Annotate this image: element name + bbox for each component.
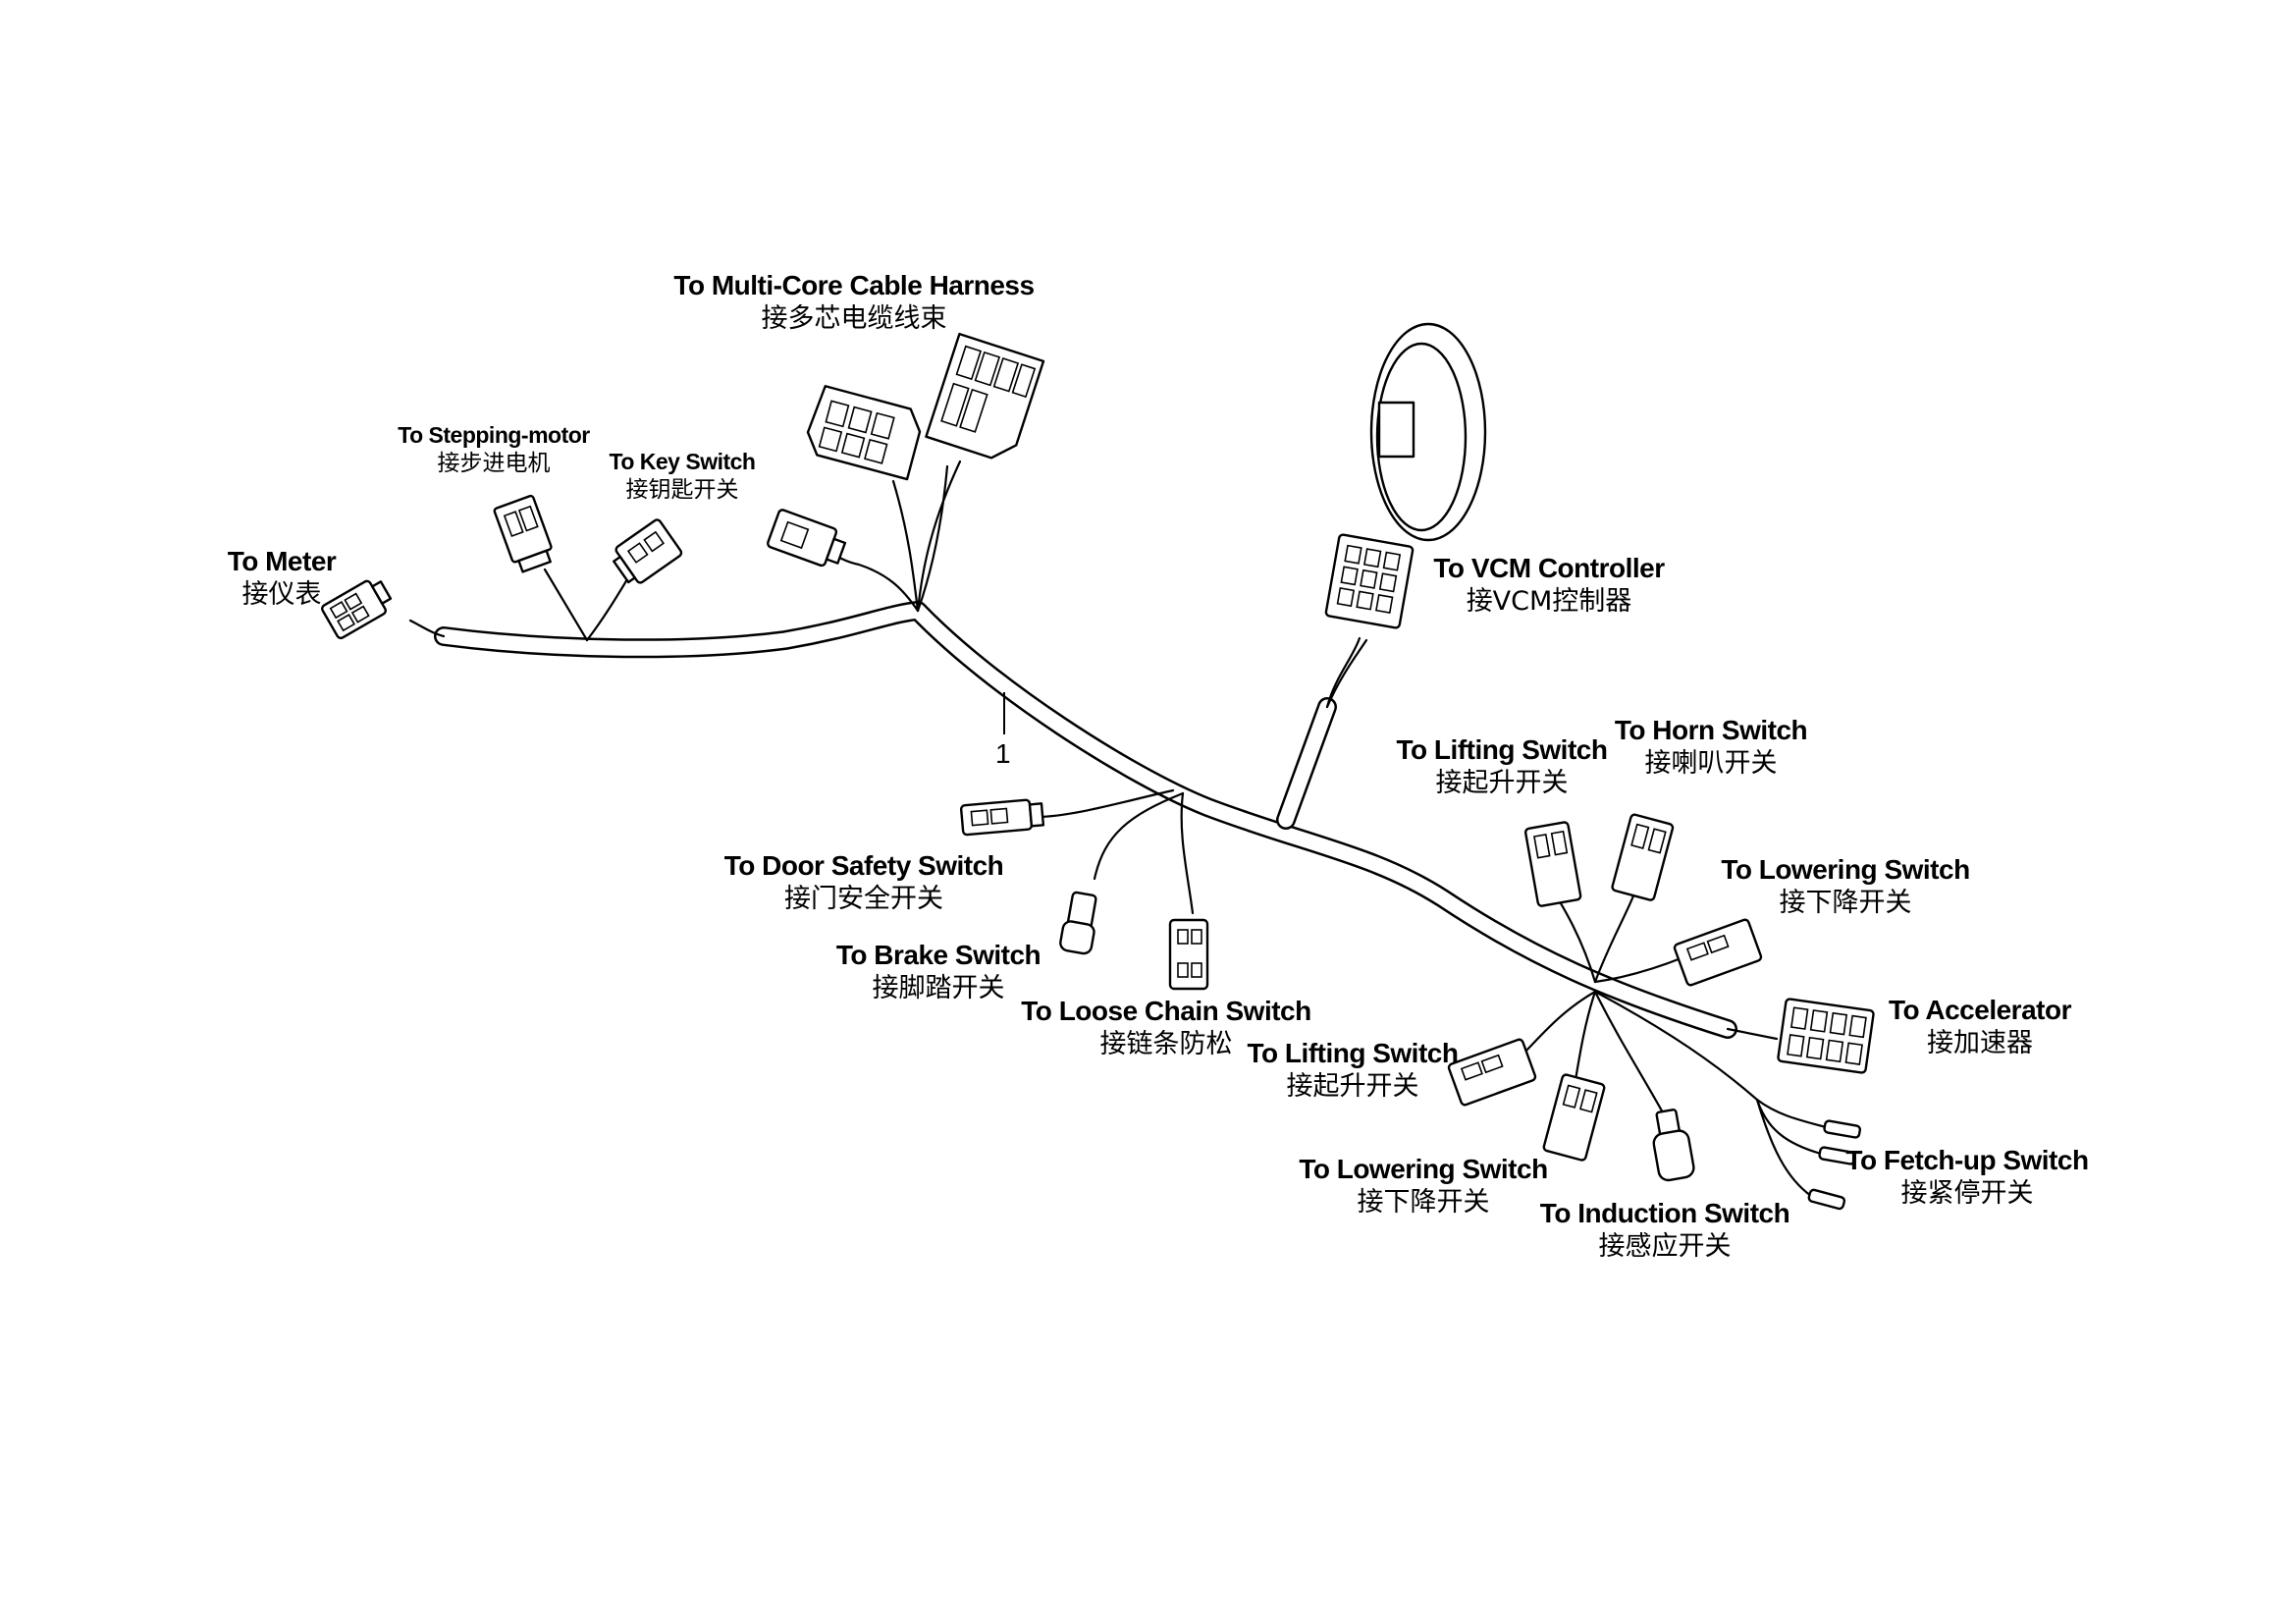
label-loose-chain-switch: To Loose Chain Switch 接链条防松 (1021, 996, 1311, 1062)
connector-lifting-2 (1447, 1038, 1537, 1107)
label-door-safety-switch-cn: 接门安全开关 (783, 884, 943, 914)
label-lifting-switch-2-cn: 接起升开关 (1286, 1071, 1419, 1102)
label-accelerator: To Accelerator 接加速器 (1889, 995, 2071, 1061)
label-vcm-controller: To VCM Controller 接VCM控制器 (1433, 553, 1665, 620)
label-vcm-controller-cn: 接VCM控制器 (1466, 586, 1632, 617)
label-multicore: To Multi-Core Cable Harness 接多芯电缆线束 (673, 270, 1035, 337)
label-stepping-motor-cn: 接步进电机 (437, 451, 551, 476)
label-meter: To Meter 接仪表 (228, 546, 337, 613)
label-lifting-switch-2: To Lifting Switch 接起升开关 (1248, 1038, 1459, 1105)
label-lowering-switch-2-en: To Lowering Switch (1299, 1154, 1548, 1184)
label-lifting-switch-1-en: To Lifting Switch (1396, 734, 1608, 765)
connector-multicore-large-left (806, 385, 922, 481)
connector-meter (321, 579, 393, 640)
connector-door-safety (959, 798, 1045, 837)
label-fetch-up-switch: To Fetch-up Switch 接紧停开关 (1845, 1145, 2089, 1212)
label-door-safety-switch-en: To Door Safety Switch (723, 850, 1004, 881)
label-accelerator-en: To Accelerator (1889, 995, 2071, 1025)
connector-multicore-large-right (925, 332, 1045, 460)
label-stepping-motor-en: To Stepping-motor (398, 422, 590, 448)
label-loose-chain-switch-cn: 接链条防松 (1099, 1029, 1233, 1059)
label-multicore-en: To Multi-Core Cable Harness (673, 270, 1035, 300)
connector-accelerator (1777, 998, 1875, 1074)
vcm-controller-unit (1369, 322, 1487, 542)
main-harness-trunk (434, 601, 1737, 1039)
connector-brake (1059, 891, 1097, 955)
label-key-switch-en: To Key Switch (609, 449, 757, 474)
label-induction-switch-en: To Induction Switch (1539, 1198, 1790, 1228)
label-horn-switch-cn: 接喇叭开关 (1644, 748, 1778, 779)
label-vcm-controller-en: To VCM Controller (1433, 553, 1665, 583)
connector-fetchup-terminals (1755, 1098, 1862, 1211)
label-horn-switch-en: To Horn Switch (1614, 715, 1808, 745)
label-loose-chain-switch-en: To Loose Chain Switch (1021, 996, 1311, 1026)
label-brake-switch: To Brake Switch 接脚踏开关 (836, 940, 1041, 1006)
label-lowering-switch-1-en: To Lowering Switch (1721, 854, 1970, 885)
label-accelerator-cn: 接加速器 (1926, 1028, 2033, 1058)
label-meter-cn: 接仪表 (241, 579, 322, 610)
connector-key-switch (613, 518, 683, 584)
item-number: 1 (995, 738, 1011, 769)
connector-horn (1611, 813, 1675, 901)
label-stepping-motor: To Stepping-motor 接步进电机 (398, 422, 590, 478)
label-lowering-switch-1: To Lowering Switch 接下降开关 (1721, 854, 1970, 921)
connector-lifting-1 (1523, 821, 1582, 907)
label-lowering-switch-2-cn: 接下降开关 (1357, 1187, 1490, 1218)
label-door-safety-switch: To Door Safety Switch 接门安全开关 (724, 850, 1004, 917)
label-brake-switch-cn: 接脚踏开关 (872, 973, 1005, 1003)
label-horn-switch: To Horn Switch 接喇叭开关 (1614, 715, 1808, 782)
label-lowering-switch-2: To Lowering Switch 接下降开关 (1299, 1154, 1548, 1220)
label-key-switch-cn: 接钥匙开关 (625, 477, 739, 503)
label-induction-switch-cn: 接感应开关 (1598, 1231, 1732, 1262)
label-lifting-switch-1: To Lifting Switch 接起升开关 (1397, 734, 1608, 801)
connector-stepping-motor (493, 494, 553, 573)
connector-lowering-1 (1673, 918, 1763, 987)
connector-vcm (1324, 533, 1415, 629)
label-induction-switch: To Induction Switch 接感应开关 (1539, 1198, 1790, 1265)
label-lowering-switch-1-cn: 接下降开关 (1779, 888, 1912, 918)
label-fetch-up-switch-en: To Fetch-up Switch (1845, 1145, 2089, 1175)
connector-loose-chain (1168, 918, 1209, 991)
label-meter-en: To Meter (227, 546, 337, 576)
label-lifting-switch-1-cn: 接起升开关 (1435, 768, 1569, 798)
label-key-switch: To Key Switch 接钥匙开关 (609, 449, 757, 505)
connector-lowering-2 (1542, 1073, 1606, 1162)
connector-induction (1652, 1109, 1695, 1182)
label-brake-switch-en: To Brake Switch (835, 940, 1041, 970)
label-lifting-switch-2-en: To Lifting Switch (1247, 1038, 1459, 1068)
label-fetch-up-switch-cn: 接紧停开关 (1900, 1178, 2034, 1209)
connector-multicore-small (767, 509, 847, 568)
label-multicore-cn: 接多芯电缆线束 (761, 303, 947, 334)
